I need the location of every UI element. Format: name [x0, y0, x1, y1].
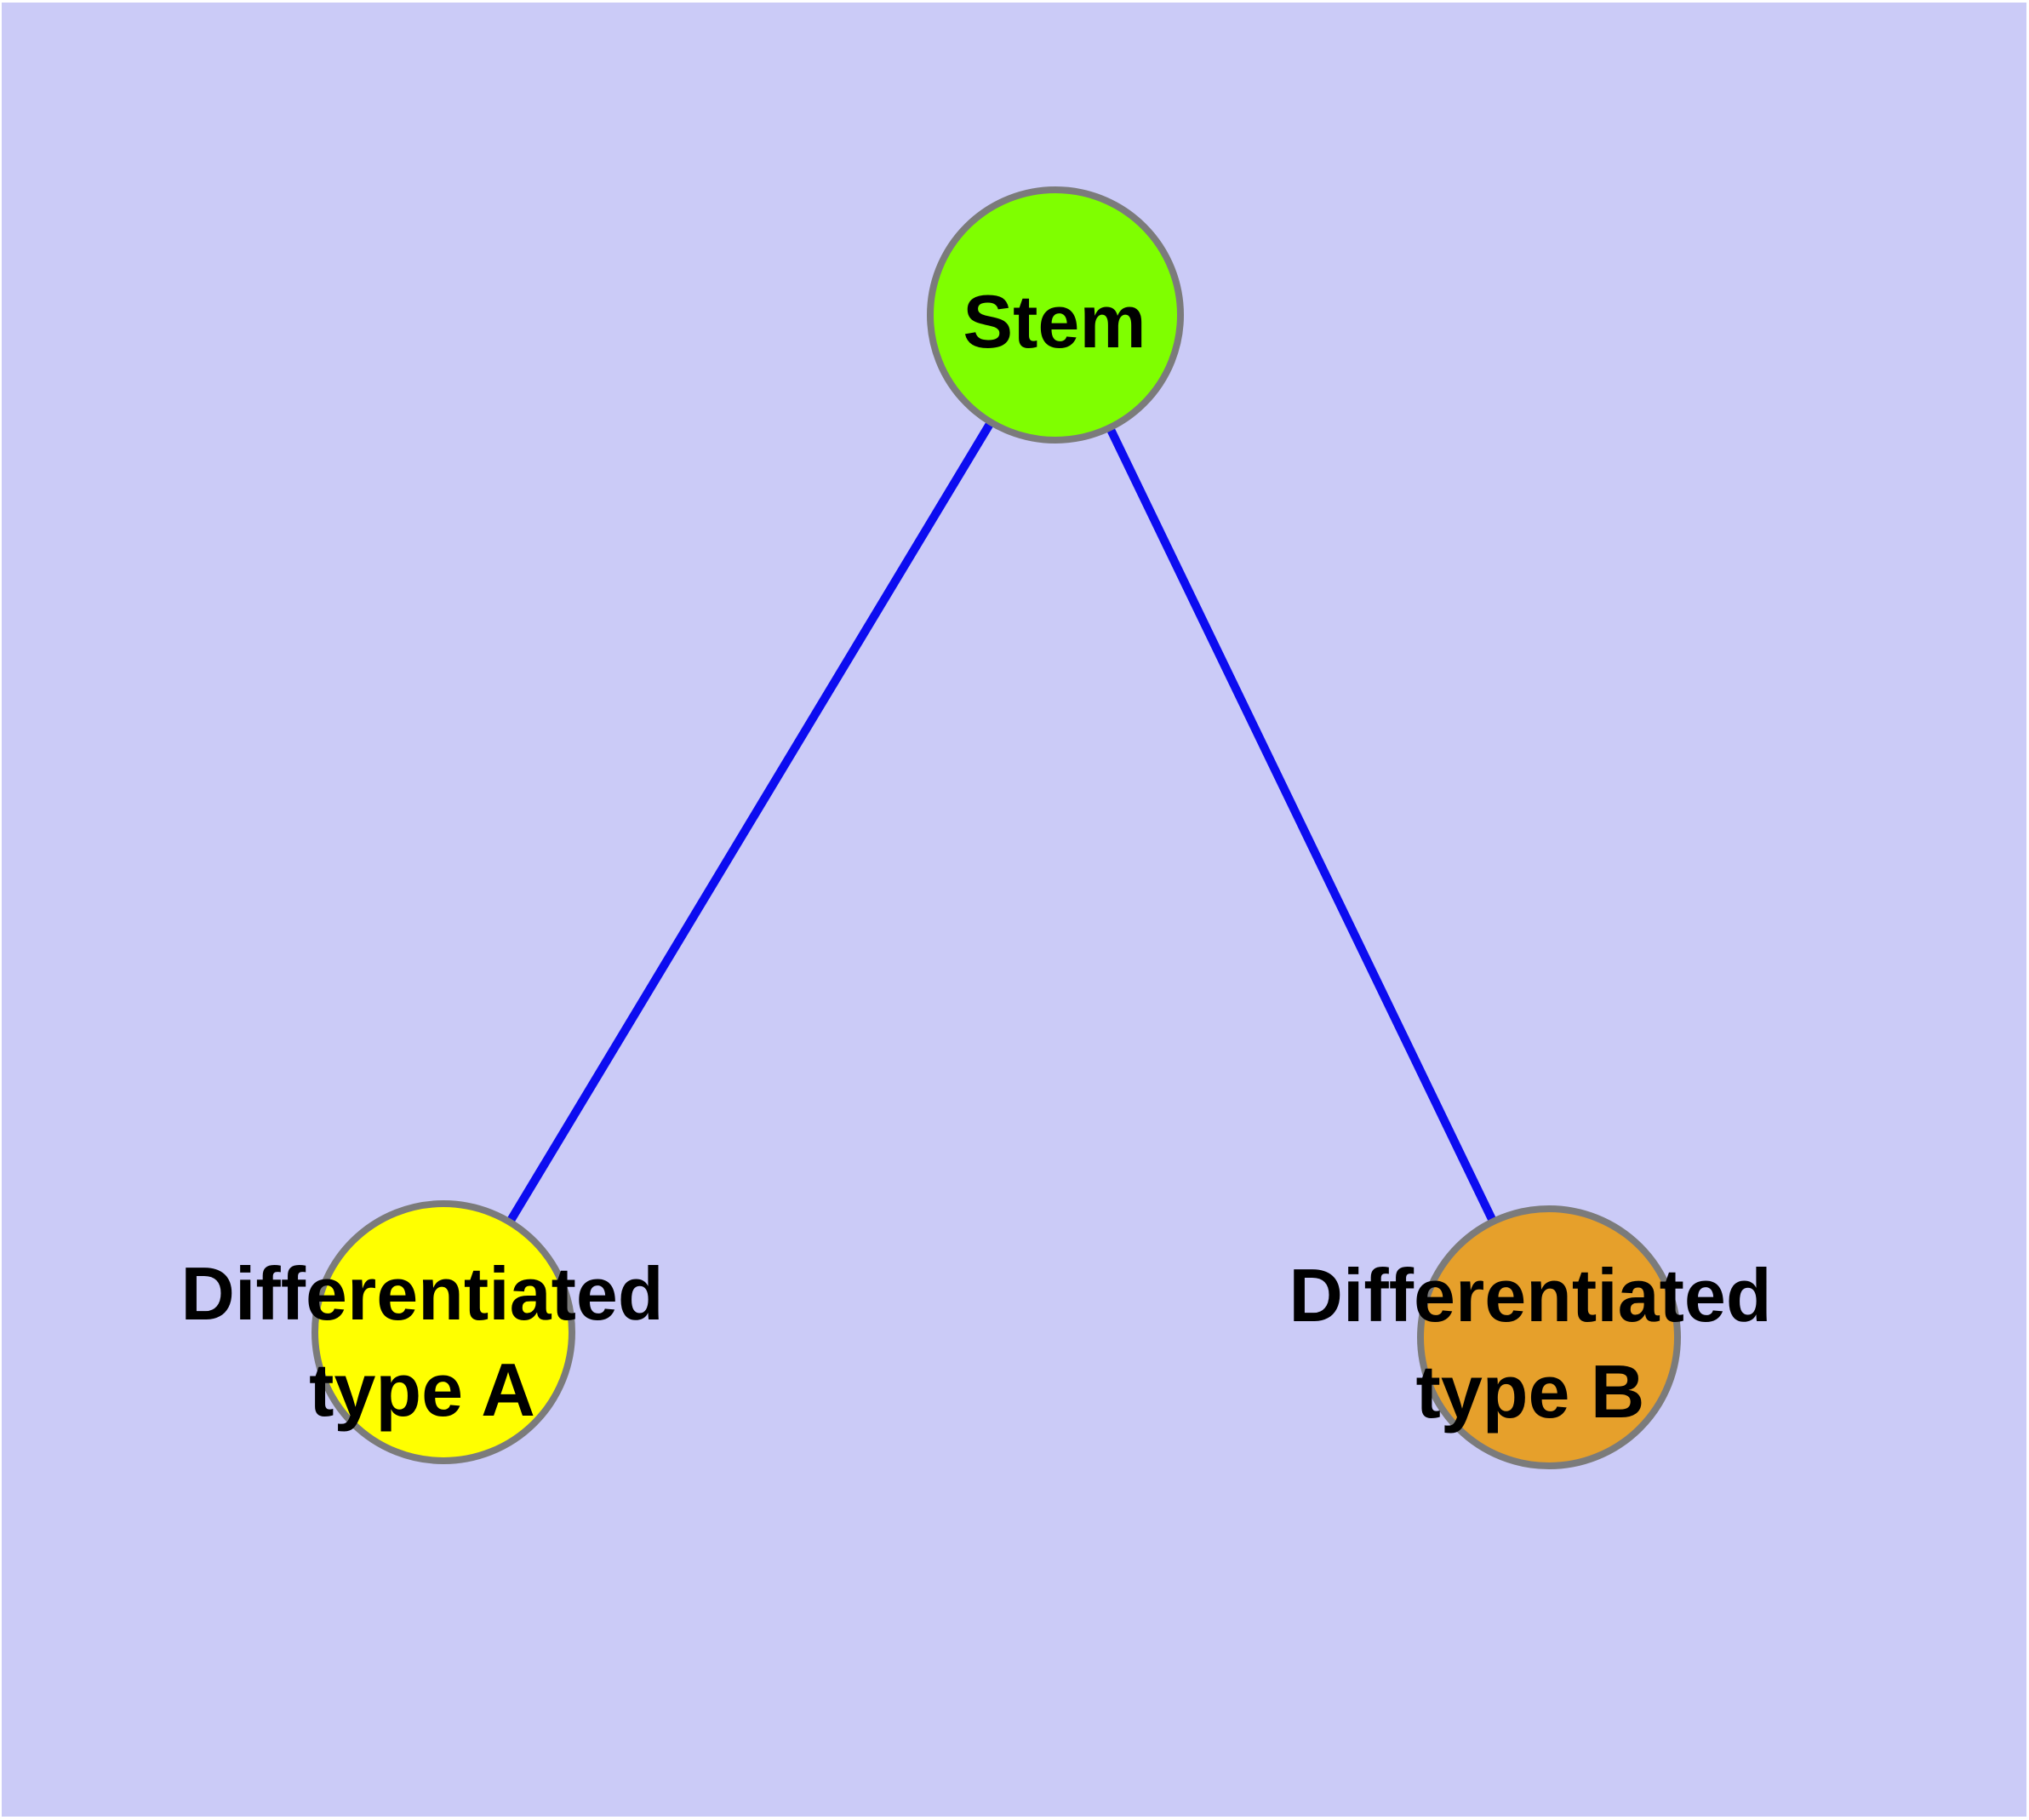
- node-type-b-label-line1: Differentiated: [1289, 1253, 1771, 1337]
- edge-stem-to-type-b: [1051, 312, 1553, 1340]
- node-type-b-circle: [1417, 1205, 1681, 1469]
- node-type-a-circle: [311, 1200, 575, 1464]
- edge-group: [439, 312, 1553, 1340]
- node-type-b-label-line2: type B: [1416, 1349, 1645, 1434]
- edge-stem-to-type-a: [439, 312, 1060, 1335]
- node-stem-circle: [927, 186, 1184, 444]
- node-differentiated-type-a: Differentiated type A: [180, 1200, 664, 1464]
- node-differentiated-type-b: Differentiated type B: [1289, 1205, 1772, 1469]
- node-type-a-label-line1: Differentiated: [180, 1251, 663, 1336]
- node-stem-label: Stem: [963, 279, 1146, 363]
- node-type-a-label-line2: type A: [309, 1348, 535, 1432]
- node-stem: Stem: [927, 186, 1184, 444]
